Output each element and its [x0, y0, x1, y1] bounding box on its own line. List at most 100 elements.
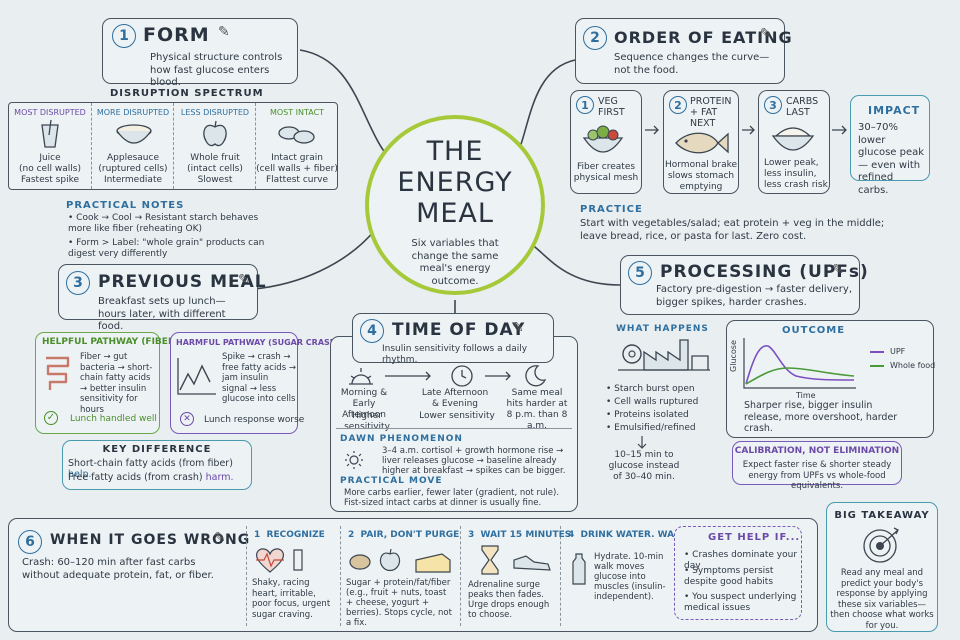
- grain-kernels-icon: [278, 126, 315, 144]
- spectrum-name: Intact grain: [271, 153, 323, 163]
- form-note: • Cook → Cool → Resistant starch behaves…: [68, 213, 259, 234]
- form-number: 1: [112, 24, 136, 48]
- wrong-step-label: PAIR, DON'T PURGE: [360, 530, 460, 540]
- time-period-note: Higher sensitivity: [344, 411, 390, 432]
- takeaway-title: BIG TAKEAWAY: [834, 510, 930, 521]
- help-item-text: You suspect underlying medical issues: [684, 592, 797, 613]
- help-box: [674, 526, 802, 620]
- spectrum-tag: MOST INTACT: [269, 108, 325, 117]
- order-step-note: Fiber creates physical mesh: [573, 162, 639, 183]
- outcome-text: Sharper rise, bigger insulin release, mo…: [744, 400, 898, 434]
- spectrum-name: Applesauce: [106, 153, 159, 163]
- order-title: ORDER OF EATING: [614, 28, 793, 47]
- spectrum-note: Flattest curve: [265, 175, 329, 185]
- what-item-text: Emulsified/refined: [614, 423, 696, 433]
- x-circle-icon: ✕: [180, 412, 194, 426]
- wrong-number: 6: [18, 530, 42, 554]
- center-title-line3: MEAL: [416, 198, 494, 229]
- order-step-note: Lower peak, less insulin, less crash ris…: [764, 158, 828, 190]
- legend-upf-swatch: [870, 351, 884, 353]
- clock-icon: [451, 365, 473, 387]
- order-header-box: [575, 18, 785, 84]
- time-title: TIME OF DAY: [392, 320, 526, 340]
- pencil-icon: ✎: [238, 272, 250, 288]
- spectrum-sub: (intact cells): [187, 164, 243, 174]
- time-header-box: [352, 313, 554, 363]
- dawn-title: DAWN PHENOMENON: [340, 434, 463, 444]
- outcome-ylabel: Glucose: [729, 340, 738, 372]
- what-title: WHAT HAPPENS: [616, 324, 709, 334]
- time-period-note: Lower sensitivity: [419, 411, 495, 421]
- what-item: • Proteins isolated: [606, 410, 689, 420]
- helpful-title: HELPFUL PATHWAY (FIBER): [42, 337, 179, 347]
- spectrum-tag: LESS DISRUPTED: [180, 108, 250, 117]
- spectrum-row: MOST DISRUPTED Juice (no cell walls) Fas…: [9, 103, 338, 189]
- spectrum-sub: (no cell walls): [18, 164, 81, 174]
- spectrum-sub: (ruptured cells): [98, 164, 168, 174]
- wrong-step-text: Adrenaline surge peaks then fades. Urge …: [468, 580, 550, 620]
- time-period-label: Late Afternoon & Evening: [421, 388, 489, 409]
- form-title: FORM: [143, 24, 210, 46]
- spectrum-tag: MORE DISRUPTED: [96, 108, 170, 117]
- helpful-text: Fiber → gut bacteria → short-chain fatty…: [80, 352, 153, 415]
- form-notes-title: PRACTICAL NOTES: [66, 200, 185, 211]
- form-note-text: Cook → Cool → Resistant starch behaves m…: [68, 213, 259, 234]
- harmful-result: Lunch response worse: [204, 415, 305, 425]
- wrong-divider: [246, 526, 247, 626]
- wrong-step-number: 3: [468, 530, 475, 540]
- what-item: • Starch burst open: [606, 384, 695, 394]
- form-desc: Physical structure controls how fast glu…: [150, 52, 283, 88]
- apple-icon: [203, 120, 227, 147]
- form-note: • Form > Label: "whole grain" products c…: [68, 238, 265, 259]
- check-icon: ✓: [44, 411, 58, 425]
- center-title: THE ENERGY MEAL: [365, 136, 545, 229]
- key-title: KEY DIFFERENCE: [102, 444, 212, 455]
- spectrum-note: Intermediate: [103, 175, 163, 185]
- target-icon: [863, 527, 899, 563]
- heartbeat-icon: [255, 548, 303, 573]
- spectrum-name: Juice: [39, 153, 61, 163]
- help-item: • Crashes dominate your day: [684, 550, 798, 571]
- order-desc: Sequence changes the curve— not the food…: [614, 52, 770, 76]
- factory-icon: [618, 339, 710, 371]
- wrong-step-label: DRINK WATER. WALK.: [580, 530, 691, 540]
- snack-foods-icon: [349, 548, 451, 573]
- key-line2: Free fatty acids (from crash) harm.: [68, 472, 250, 483]
- wrong-divider: [340, 526, 341, 626]
- wrong-title: WHEN IT GOES WRONG: [50, 532, 251, 548]
- spike-chart-icon: [177, 358, 216, 395]
- key-line1-text: Short-chain fatty acids (from fiber): [68, 458, 233, 469]
- processing-title: PROCESSING (UPFs): [660, 262, 869, 282]
- legend-whole-swatch: [870, 365, 884, 367]
- time-divider: [336, 428, 572, 429]
- help-item-text: Symptoms persist despite good habits: [684, 566, 774, 587]
- form-header-box: [102, 18, 298, 84]
- spectrum-item: LESS DISRUPTED Whole fruit (intact cells…: [173, 103, 255, 189]
- outcome-xlabel: Time: [796, 391, 816, 400]
- juice-glass-icon: [41, 119, 59, 148]
- wrong-step-title: 2 PAIR, DON'T PURGE: [348, 530, 459, 541]
- spectrum-item: MOST DISRUPTED Juice (no cell walls) Fas…: [9, 103, 91, 189]
- processing-header-box: [620, 255, 860, 315]
- outcome-title: OUTCOME: [782, 325, 846, 336]
- takeaway-text: Read any meal and predict your body's re…: [830, 568, 934, 631]
- help-item: • Symptoms persist despite good habits: [684, 566, 774, 587]
- crash-text: Crash: 60–120 min after fast carbs witho…: [22, 557, 214, 581]
- center-title-line1: THE: [426, 136, 484, 167]
- pencil-icon: ✎: [512, 320, 524, 336]
- wrong-step-title: 1 RECOGNIZE: [254, 530, 325, 541]
- what-item: • Emulsified/refined: [606, 423, 696, 433]
- order-step-number: 3: [764, 96, 782, 114]
- what-result: 10–15 min to glucose instead of 30–40 mi…: [608, 450, 680, 482]
- key-difference-box: [62, 440, 252, 490]
- pencil-icon: ✎: [214, 530, 226, 546]
- takeaway-box: [826, 502, 938, 632]
- order-step-number: 1: [576, 96, 594, 114]
- wrong-divider: [460, 526, 461, 626]
- legend-whole-label: Whole food: [890, 361, 936, 370]
- previous-desc: Breakfast sets up lunch— hours later, wi…: [98, 296, 226, 332]
- move-text: More carbs earlier, fewer later (gradien…: [344, 488, 560, 508]
- form-note-text: Form > Label: "whole grain" products can…: [68, 238, 265, 259]
